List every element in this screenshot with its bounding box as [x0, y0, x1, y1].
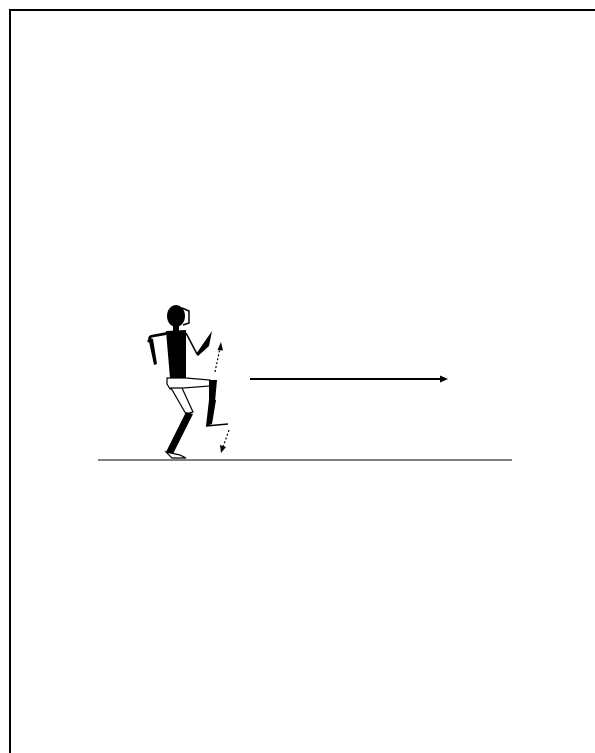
figure-back-leg — [166, 412, 193, 454]
figure-shorts — [167, 378, 210, 389]
running-stick-figure — [148, 305, 228, 458]
figure-front-arm — [196, 331, 212, 356]
figure-torso — [166, 330, 186, 378]
downward-dotted-arrow — [220, 430, 229, 453]
direction-of-motion-arrow — [250, 376, 448, 383]
upward-dotted-arrow — [215, 342, 223, 372]
figure-front-leg — [206, 400, 216, 426]
